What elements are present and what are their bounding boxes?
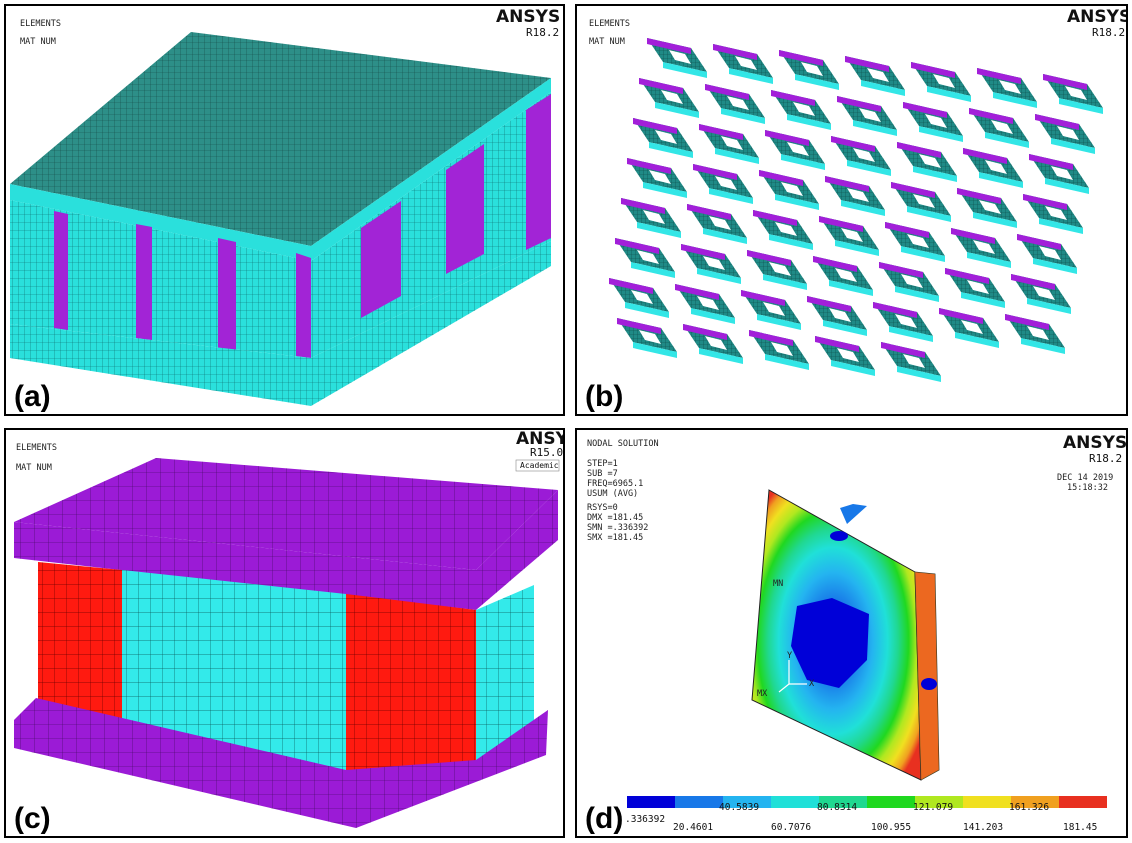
legend-swatch (915, 796, 963, 808)
panel-d-header-line-2: STEP=1 (587, 459, 618, 469)
legend-bottom-label: 100.955 (871, 822, 911, 833)
panel-a-top-edge-right (311, 78, 551, 261)
panel-b-header-line-1: ELEMENTS (589, 19, 630, 29)
panel-d-header-line-9: SMX =181.45 (587, 533, 643, 543)
panel-a-figure: ELEMENTS MAT NUM ANSYS R18.2 (10, 7, 560, 406)
panel-a: ELEMENTS MAT NUM ANSYS R18.2 (4, 4, 565, 416)
panel-a-header-line-2: MAT NUM (20, 37, 56, 47)
panel-d-mx-marker: MX (757, 689, 768, 699)
legend-swatch (963, 796, 1011, 808)
panel-b-figure: ELEMENTS MAT NUM ANSYS R18.2 (589, 7, 1126, 382)
panel-b-header-line-2: MAT NUM (589, 37, 625, 47)
svg-text:Y: Y (787, 651, 792, 661)
panel-d-header-line-8: SMN =.336392 (587, 523, 648, 533)
panel-a-right-purple-cells (361, 94, 551, 318)
legend-swatch (723, 796, 771, 808)
legend-top-label: .336392 (625, 814, 665, 825)
panel-a-front-purple-cells (54, 211, 311, 358)
legend-bottom-label: 60.7076 (771, 822, 811, 833)
panel-c-header-line-2: MAT NUM (16, 463, 52, 473)
panel-d-label: (d) (585, 802, 624, 835)
legend-swatch (867, 796, 915, 808)
panel-a-label: (a) (14, 380, 51, 413)
panel-d-mn-marker: MN (773, 579, 783, 589)
panel-c-header-line-1: ELEMENTS (16, 443, 57, 453)
panel-b: ELEMENTS MAT NUM ANSYS R18.2 (b) (575, 4, 1128, 416)
panel-c-label: (c) (14, 802, 51, 835)
panel-d-color-legend (627, 796, 1107, 808)
panel-c-figure: ELEMENTS MAT NUM ANSYS R15.0 Academic (14, 430, 563, 828)
panel-b-version: R18.2 (1092, 26, 1125, 39)
panel-d-time: 15:18:32 (1067, 483, 1108, 493)
panel-d-version: R18.2 (1089, 452, 1122, 465)
panel-d-date: DEC 14 2019 (1057, 473, 1113, 483)
legend-swatch (675, 796, 723, 808)
legend-swatch (1011, 796, 1059, 808)
legend-swatch (1059, 796, 1107, 808)
panel-c-badge-text: Academic (520, 461, 559, 470)
panel-c-brand: ANSYS (516, 430, 563, 449)
panel-d-header-line-7: DMX =181.45 (587, 513, 643, 523)
panel-d-brand: ANSYS (1063, 433, 1126, 453)
panel-b-brand: ANSYS (1067, 7, 1126, 27)
panel-d-legend-top-labels: .336392 40.5839 80.8314 121.079 161.326 (625, 802, 1049, 825)
legend-top-label: 40.5839 (719, 802, 759, 813)
panel-a-version: R18.2 (526, 26, 559, 39)
panel-b-honeycomb-lattice (609, 38, 1103, 382)
panel-a-brand: ANSYS (496, 7, 560, 27)
panel-b-label: (b) (585, 380, 624, 413)
panel-d-header-line-4: FREQ=6965.1 (587, 479, 643, 489)
panel-c: ELEMENTS MAT NUM ANSYS R15.0 Academic (c… (4, 428, 565, 838)
legend-top-label: 121.079 (913, 802, 953, 813)
panel-d-legend-bottom-labels: 20.4601 60.7076 100.955 141.203 181.45 (673, 822, 1097, 833)
panel-d: NODAL SOLUTION STEP=1 SUB =7 FREQ=6965.1… (575, 428, 1128, 838)
panel-d-header-line-3: SUB =7 (587, 469, 618, 479)
panel-a-top-edge-front (10, 184, 311, 261)
legend-top-label: 80.8314 (817, 802, 857, 813)
panel-c-badge (515, 459, 560, 472)
legend-bottom-label: 141.203 (963, 822, 1003, 833)
panel-d-header-line-6: RSYS=0 (587, 503, 618, 513)
svg-text:X: X (809, 679, 815, 689)
legend-swatch (627, 796, 675, 808)
panel-d-header-line-5: USUM (AVG) (587, 489, 638, 499)
panel-d-header-line-1: NODAL SOLUTION (587, 439, 659, 449)
panel-a-header-line-1: ELEMENTS (20, 19, 61, 29)
legend-bottom-label: 20.4601 (673, 822, 713, 833)
legend-swatch (771, 796, 819, 808)
legend-swatch (819, 796, 867, 808)
legend-top-label: 161.326 (1009, 802, 1049, 813)
panel-d-axis-triad: Y X (778, 651, 815, 693)
panel-d-figure: NODAL SOLUTION STEP=1 SUB =7 FREQ=6965.1… (587, 433, 1126, 833)
panel-d-info-block: NODAL SOLUTION STEP=1 SUB =7 FREQ=6965.1… (587, 439, 659, 543)
legend-bottom-label: 181.45 (1063, 822, 1097, 833)
panel-c-version: R15.0 (530, 446, 563, 459)
